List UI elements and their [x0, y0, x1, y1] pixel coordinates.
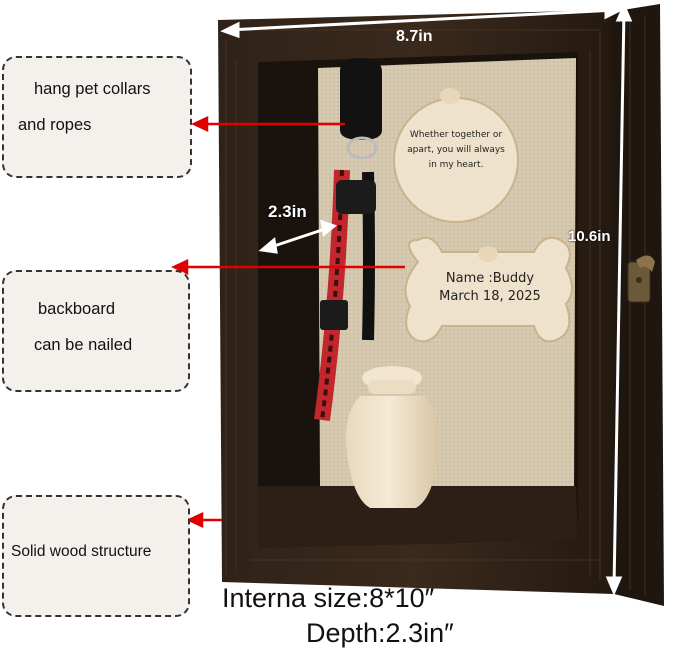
pet-collar — [314, 169, 376, 422]
internal-size-text: Interna size:8*10″ — [222, 583, 435, 613]
callout-wood: Solid wood structure — [2, 495, 190, 617]
callout-backboard-line1: backboard — [38, 300, 116, 318]
depth-dimension-label: 2.3in — [268, 202, 307, 221]
round-plaque-line3: in my heart. — [428, 160, 484, 170]
box-side-panel — [610, 4, 664, 606]
round-plaque — [393, 88, 519, 223]
bone-plaque-text: Name :Buddy March 18, 2025 — [420, 270, 560, 306]
inner-bottom — [258, 486, 578, 548]
round-plaque-text: Whether together or apart, you will alwa… — [396, 128, 516, 173]
width-dimension-label: 8.7in — [396, 28, 433, 45]
wood-grain — [225, 15, 646, 595]
depth-spec-text: Depth:2.3in″ — [306, 618, 454, 648]
round-plaque-line2: apart, you will always — [407, 145, 505, 155]
callout-backboard-line2: can be nailed — [34, 336, 133, 354]
red-callout-arrows — [171, 116, 405, 528]
bone-plaque-name: Name :Buddy — [445, 271, 535, 286]
callout-wood-text: Solid wood structure — [11, 543, 152, 560]
dimension-lines — [220, 2, 633, 596]
brass-latch-icon — [627, 255, 655, 303]
bone-plaque-date: March 18, 2025 — [439, 289, 541, 304]
callout-collars-line2: and ropes — [18, 116, 92, 134]
callout-collars-line1: hang pet collars — [34, 80, 151, 98]
callout-collars: hang pet collars and ropes — [2, 56, 192, 178]
bone-plaque — [404, 236, 573, 343]
memorial-urn — [345, 366, 440, 508]
collar-hanger — [340, 58, 382, 160]
height-dimension-label: 10.6in — [568, 228, 611, 245]
round-plaque-line1: Whether together or — [409, 130, 503, 140]
callout-backboard: backboard can be nailed — [2, 270, 190, 392]
